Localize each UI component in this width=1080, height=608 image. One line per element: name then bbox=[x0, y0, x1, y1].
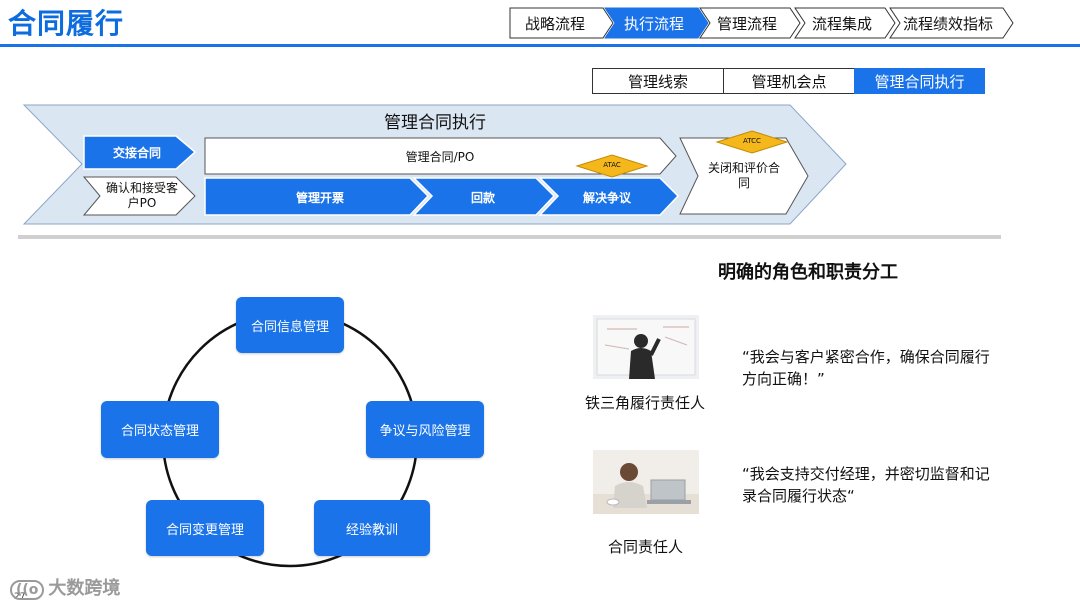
top-nav-chevrons bbox=[509, 7, 1014, 39]
roles-heading: 明确的角色和职责分工 bbox=[718, 262, 898, 283]
atac-label: ATAC bbox=[603, 161, 621, 169]
watermark-text: 大数跨境 bbox=[48, 578, 121, 599]
nav-tab-kpi[interactable]: 流程绩效指标 bbox=[902, 14, 993, 33]
manage-po-shape bbox=[204, 137, 677, 175]
cycle-node-info: 合同信息管理 bbox=[236, 297, 344, 353]
subtab-contract-execution[interactable]: 管理合同执行 bbox=[854, 68, 985, 94]
nav-tab-integration-shape bbox=[794, 7, 896, 39]
manage-po-label: 管理合同/PO bbox=[405, 150, 475, 164]
cycle-node-dispute-risk: 争议与风险管理 bbox=[366, 401, 484, 458]
dispute-shape bbox=[538, 177, 680, 216]
page-number: 27 bbox=[14, 592, 26, 602]
invoice-shape bbox=[204, 177, 430, 216]
role2-quote: “我会支持交付经理，并密切监督和记录合同履行状态“ bbox=[742, 465, 990, 505]
process-title: 管理合同执行 bbox=[384, 113, 486, 133]
close-contract-shape bbox=[679, 137, 809, 215]
nav-tab-execution[interactable]: 执行流程 bbox=[623, 14, 684, 33]
atac-diamond bbox=[575, 154, 649, 178]
atcc-diamond bbox=[715, 130, 789, 154]
nav-tab-strategy[interactable]: 战略流程 bbox=[524, 14, 585, 33]
nav-tab-integration[interactable]: 流程集成 bbox=[811, 14, 872, 33]
atcc-label: ATCC bbox=[743, 137, 761, 145]
photo-whiteboard bbox=[593, 315, 699, 379]
nav-tab-execution-shape bbox=[604, 7, 709, 39]
cycle-node-lessons: 经验教训 bbox=[314, 500, 430, 556]
confirm-po-label: 确认和接受客户PO bbox=[105, 181, 178, 210]
confirm-po-shape bbox=[82, 176, 196, 216]
nav-tab-management[interactable]: 管理流程 bbox=[716, 14, 777, 33]
section-divider bbox=[18, 235, 1001, 239]
watermark-logo-icon: ((o bbox=[10, 580, 45, 600]
process-diagram bbox=[22, 104, 847, 225]
subtab-leads[interactable]: 管理线索 bbox=[592, 68, 724, 94]
handover-shape bbox=[83, 135, 197, 170]
role2-name: 合同责任人 bbox=[608, 538, 684, 556]
invoice-label: 管理开票 bbox=[295, 191, 344, 205]
title-divider bbox=[0, 44, 1080, 47]
payment-shape bbox=[412, 177, 556, 216]
cycle-node-change: 合同变更管理 bbox=[146, 500, 264, 556]
close-contract-label: 关闭和评价合同 bbox=[707, 161, 780, 190]
role1-name: 铁三角履行责任人 bbox=[585, 394, 706, 412]
role1-quote: “我会与客户紧密合作，确保合同履行方向正确！” bbox=[742, 348, 990, 388]
page-title: 合同履行 bbox=[8, 7, 125, 40]
dispute-label: 解决争议 bbox=[582, 191, 631, 205]
nav-tab-strategy-shape bbox=[509, 7, 614, 39]
payment-label: 回款 bbox=[470, 191, 495, 205]
cycle-node-status: 合同状态管理 bbox=[101, 401, 219, 458]
subtab-opportunities[interactable]: 管理机会点 bbox=[723, 68, 855, 94]
nav-tab-management-shape bbox=[699, 7, 801, 39]
photo-laptop bbox=[593, 450, 699, 514]
nav-tab-kpi-shape bbox=[889, 7, 1014, 39]
handover-label: 交接合同 bbox=[112, 146, 161, 160]
